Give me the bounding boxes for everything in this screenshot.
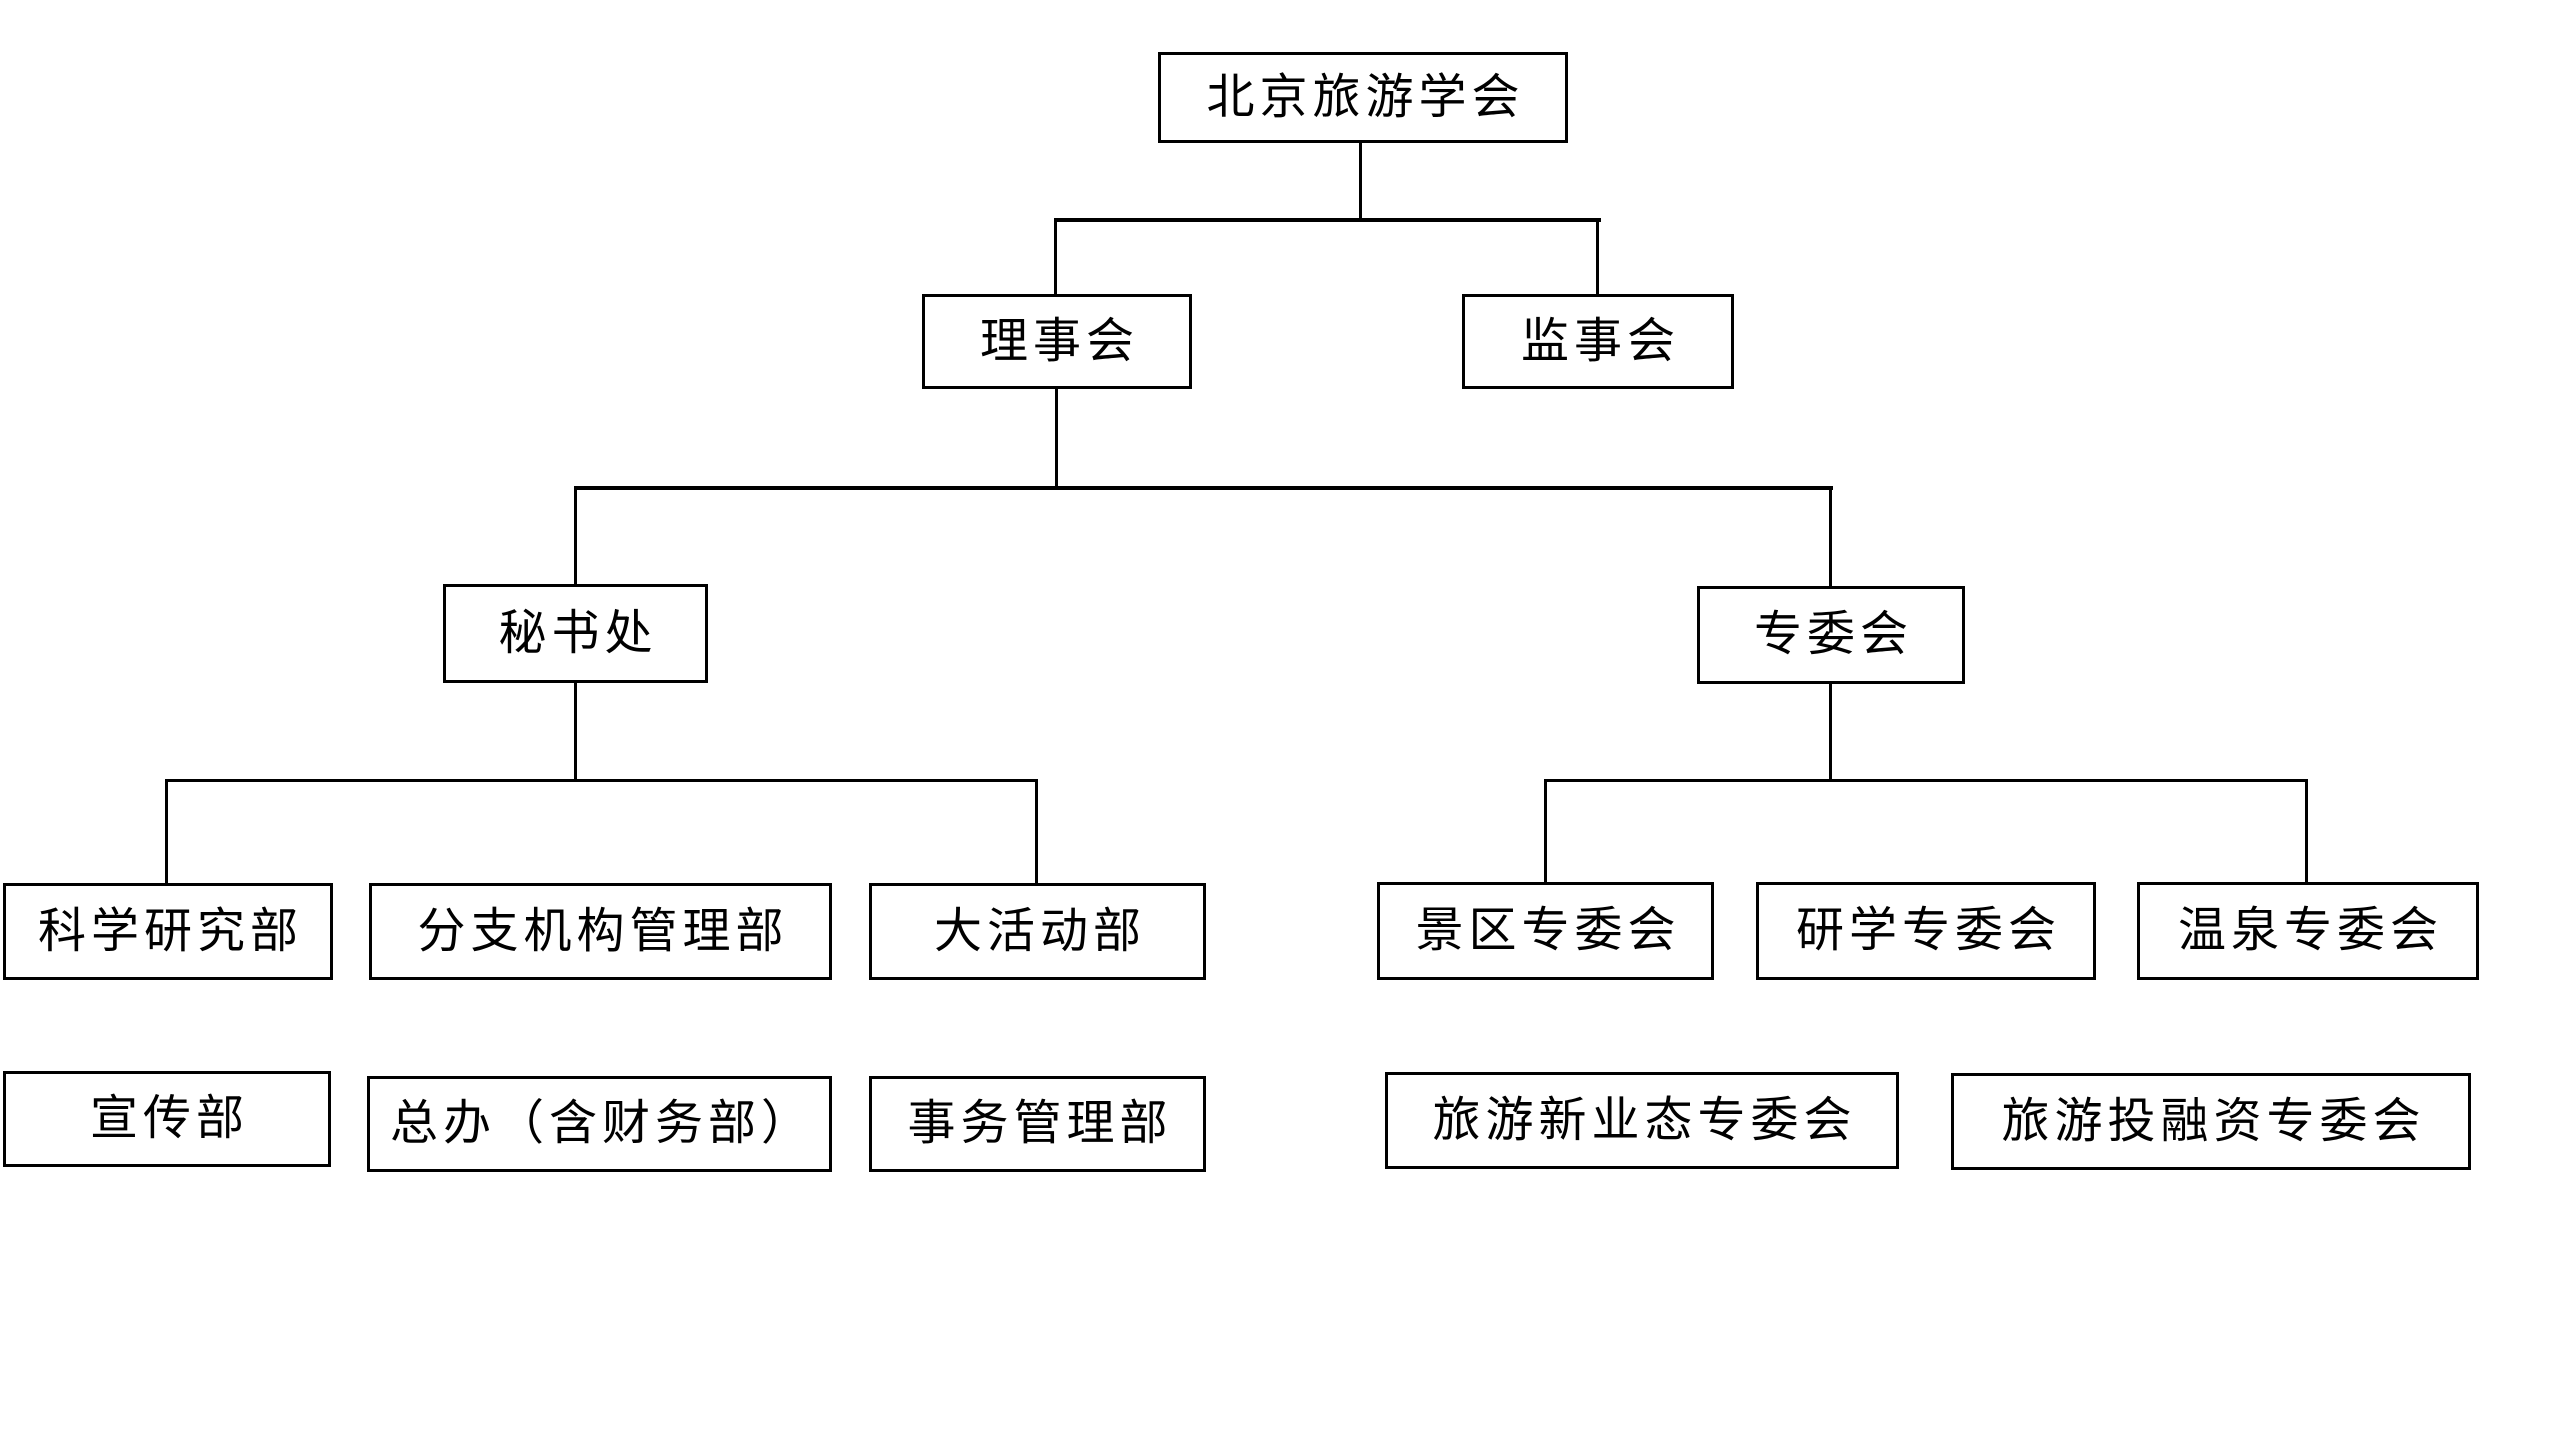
connector-drop-board (1054, 220, 1057, 296)
connector-drop-science-research (165, 780, 168, 884)
org-node-study-tour-committee: 研学专委会 (1756, 882, 2096, 980)
connector-drop-committees (1829, 488, 1832, 587)
connector-root-stem (1359, 142, 1362, 222)
connector-drop-secretariat (574, 488, 577, 585)
connector-drop-major-events (1035, 780, 1038, 884)
connector-drop-hot-spring (2305, 780, 2308, 883)
connector-drop-scenic-area (1544, 780, 1547, 883)
org-node-major-events-dept: 大活动部 (869, 883, 1206, 980)
org-node-secretariat: 秘书处 (443, 584, 708, 683)
org-node-root: 北京旅游学会 (1158, 52, 1568, 143)
org-node-general-office: 总办（含财务部） (367, 1076, 832, 1172)
org-node-board-of-directors: 理事会 (922, 294, 1192, 389)
org-node-scenic-area-committee: 景区专委会 (1377, 882, 1714, 980)
connector-secretariat-stem (574, 683, 577, 782)
connector-committees-stem (1829, 684, 1832, 781)
org-node-special-committees: 专委会 (1697, 586, 1965, 684)
org-node-hot-spring-committee: 温泉专委会 (2137, 882, 2479, 980)
org-node-new-tourism-business-committee: 旅游新业态专委会 (1385, 1072, 1899, 1169)
connector-board-stem (1055, 389, 1058, 489)
connector-drop-supervisors (1596, 220, 1599, 296)
org-node-affairs-management-dept: 事务管理部 (869, 1076, 1206, 1172)
connector-secretariat-children-bar (165, 779, 1038, 782)
connector-committees-children-bar (1544, 779, 2308, 782)
connector-level2-bar (1054, 218, 1601, 222)
org-node-branch-management-dept: 分支机构管理部 (369, 883, 832, 980)
org-node-board-of-supervisors: 监事会 (1462, 294, 1734, 389)
org-node-publicity-dept: 宣传部 (3, 1071, 331, 1167)
org-node-tourism-investment-committee: 旅游投融资专委会 (1951, 1073, 2471, 1170)
connector-level3-bar (574, 486, 1833, 490)
org-node-science-research-dept: 科学研究部 (3, 883, 333, 980)
